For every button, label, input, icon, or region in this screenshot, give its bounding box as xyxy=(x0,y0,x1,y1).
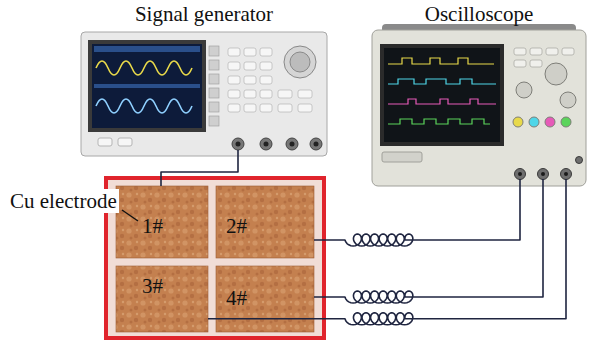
signal-wire xyxy=(208,188,566,325)
electrode-pad: 2# xyxy=(216,186,314,258)
electrode-pad: 3# xyxy=(116,266,208,332)
oscilloscope-drawing xyxy=(372,24,586,188)
electrode-pad: 4# xyxy=(216,266,314,332)
leader-line xyxy=(122,210,138,221)
signal-wire xyxy=(314,188,520,246)
signal-wire xyxy=(314,188,543,303)
signal-generator-drawing xyxy=(81,32,327,158)
oscilloscope: Oscilloscope xyxy=(368,0,590,188)
electrode-number: 2# xyxy=(226,214,314,238)
electrode-number: 3# xyxy=(142,274,208,298)
signal-generator: Signal generator xyxy=(78,0,330,158)
part-label: Cu electrode xyxy=(8,189,119,213)
device-heading: Oscilloscope xyxy=(368,2,590,26)
electrode-number: 4# xyxy=(226,286,314,310)
electrode-number: 1# xyxy=(142,214,208,238)
signal-wire xyxy=(161,158,238,186)
sample-board xyxy=(106,178,324,338)
electrode-pad: 1# xyxy=(116,186,208,258)
device-heading: Signal generator xyxy=(78,2,330,26)
